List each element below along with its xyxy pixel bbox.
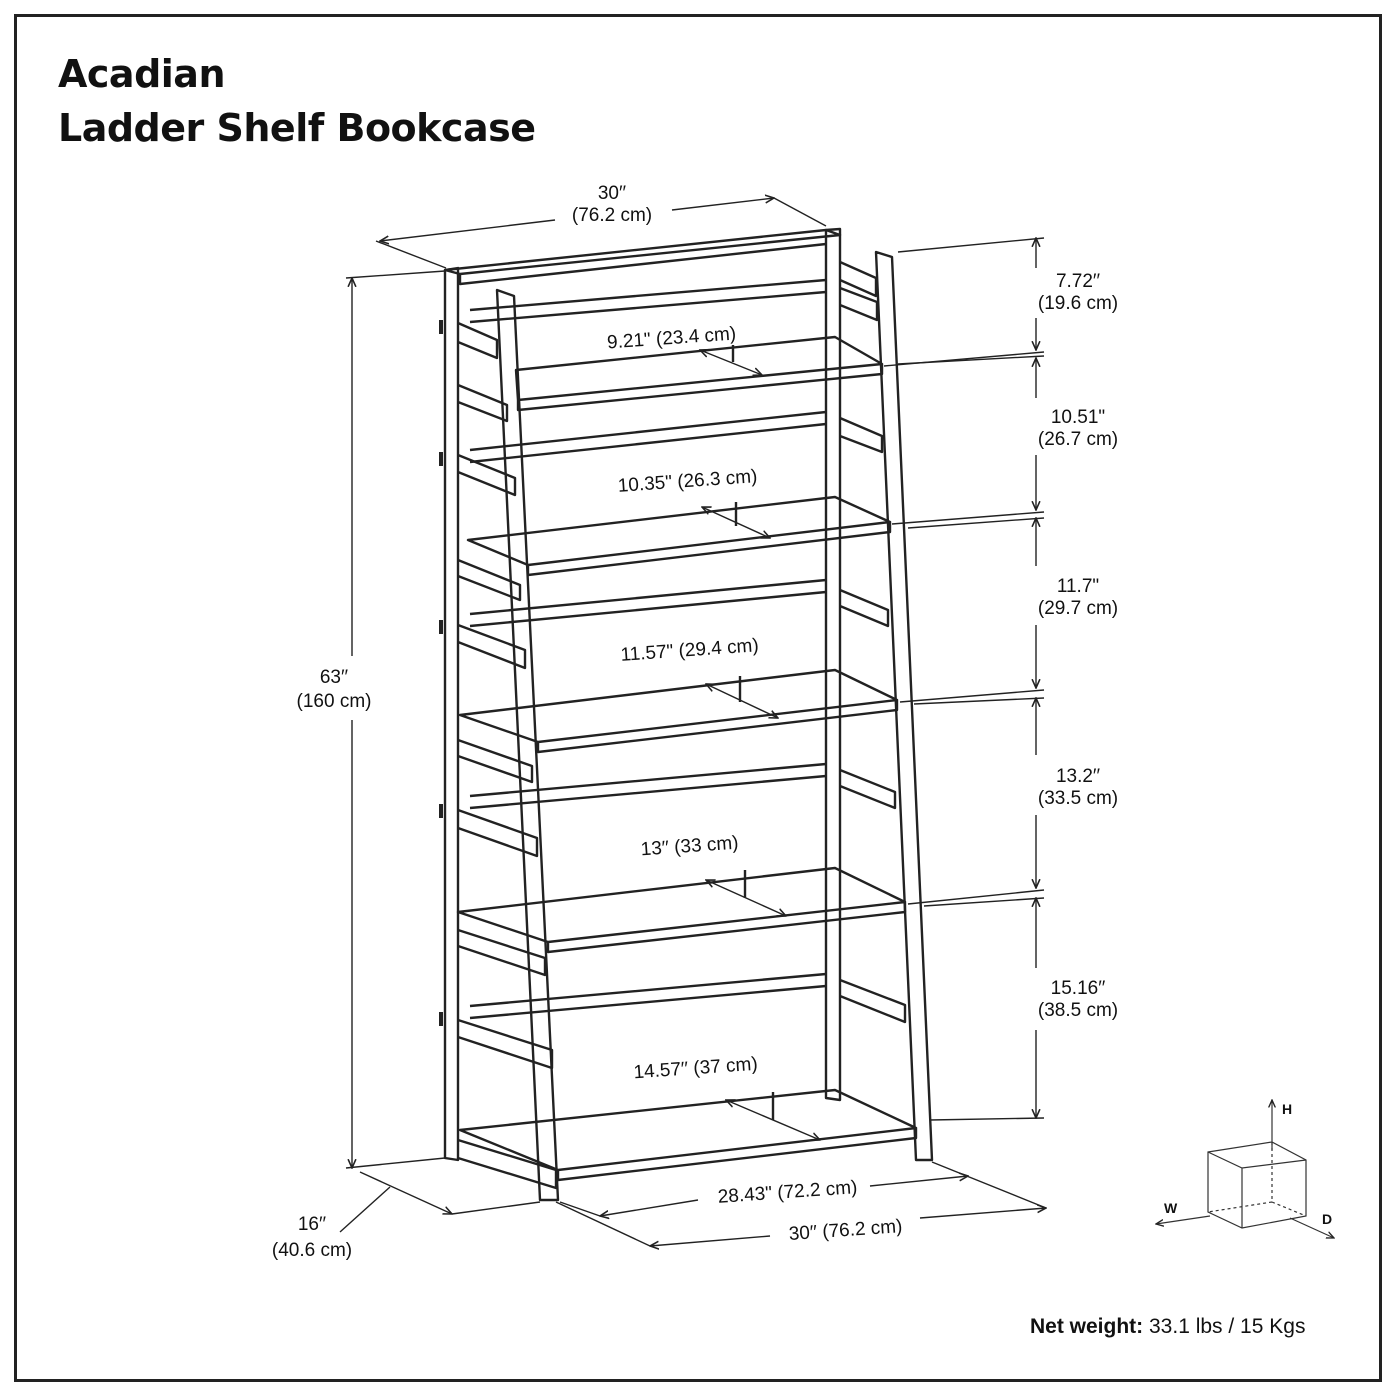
back-right-rail xyxy=(824,227,842,1102)
right-brace-4 xyxy=(839,588,890,628)
net-weight-value: 33.1 lbs / 15 Kgs xyxy=(1143,1315,1306,1338)
height-in: 63′′ xyxy=(320,667,349,688)
depth-arrow xyxy=(359,1171,452,1214)
gap-1-cm: (19.6 cm) xyxy=(1038,293,1118,314)
shelf-depth-5: 14.57′′ (37 cm) xyxy=(633,1054,759,1084)
gap-3-cm: (29.7 cm) xyxy=(1038,598,1118,619)
dimension-lines xyxy=(339,197,1047,1247)
gap-5-cm: (38.5 cm) xyxy=(1038,1000,1118,1021)
axis-h-label: H xyxy=(1282,1101,1292,1117)
gap-2-cm: (26.7 cm) xyxy=(1038,429,1118,450)
gap-2-in: 10.51" xyxy=(1051,407,1105,428)
shelf-depth-4: 13′′ (33 cm) xyxy=(640,833,739,861)
front-right-rail xyxy=(874,250,934,1162)
left-brace-2 xyxy=(457,383,509,423)
bottom-width-arrow-right xyxy=(919,1208,1046,1219)
w-axis-arrow xyxy=(1156,1215,1211,1224)
right-brace-2 xyxy=(839,286,879,322)
bottom-width-ext-right xyxy=(931,1161,1047,1209)
inner-width-label: 28.43" (72.2 cm) xyxy=(717,1177,858,1208)
d-axis-arrow xyxy=(1289,1217,1334,1238)
back-slat-4 xyxy=(469,762,827,810)
top-width-cm: (76.2 cm) xyxy=(572,205,652,226)
top-width-arrow-right xyxy=(671,198,774,211)
back-left-rail xyxy=(443,266,460,1162)
top-width-arrow-left xyxy=(380,219,556,241)
inner-width-arrow-right xyxy=(869,1176,968,1187)
axis-d-label: D xyxy=(1322,1211,1332,1227)
axis-cube xyxy=(1156,1100,1334,1238)
gap-4-cm: (33.5 cm) xyxy=(1038,788,1118,809)
top-panel-edge xyxy=(458,242,827,286)
bottom-width-label: 30′′ (76.2 cm) xyxy=(788,1216,903,1245)
top-panel xyxy=(443,228,842,276)
gap-4-in: 13.2′′ xyxy=(1056,766,1101,787)
shelf-1 xyxy=(514,335,884,412)
bookcase-drawing xyxy=(439,227,934,1202)
height-cm: (160 cm) xyxy=(297,691,372,712)
back-slat-2 xyxy=(469,410,827,464)
top-width-ext-left xyxy=(375,240,447,269)
back-slat-3 xyxy=(469,578,827,628)
left-brace-6 xyxy=(457,738,534,784)
title-line-2: Ladder Shelf Bookcase xyxy=(58,106,536,150)
title-line-1: Acadian xyxy=(58,52,226,96)
bottom-width-arrow-left xyxy=(650,1235,771,1246)
top-width-in: 30′′ xyxy=(598,183,627,204)
height-ext-bottom xyxy=(345,1157,446,1169)
shelf-5 xyxy=(458,1088,918,1182)
inner-width-arrow-left xyxy=(600,1199,699,1216)
right-brace-5 xyxy=(839,768,897,810)
top-width-ext-right xyxy=(773,197,827,227)
diagram-frame xyxy=(14,14,1382,1382)
left-brace-8 xyxy=(457,928,547,977)
back-slat-5 xyxy=(469,972,827,1020)
shelf-3 xyxy=(458,668,899,754)
right-brace-6 xyxy=(839,978,907,1024)
height-ext-top xyxy=(345,270,446,279)
axis-w-label: W xyxy=(1164,1200,1178,1216)
depth-leader xyxy=(339,1186,391,1233)
left-brace-5 xyxy=(457,623,527,670)
inner-width-ext xyxy=(559,1201,601,1217)
right-brace-3 xyxy=(839,416,884,454)
shelf-depth-2: 10.35" (26.3 cm) xyxy=(617,466,758,497)
net-weight: Net weight: 33.1 lbs / 15 Kgs xyxy=(1030,1315,1305,1339)
shelf-depth-3: 11.57" (29.4 cm) xyxy=(620,635,760,666)
front-left-rail xyxy=(495,288,560,1202)
left-brace-1 xyxy=(457,321,499,360)
gap-3-in: 11.7" xyxy=(1057,576,1099,597)
right-brace-1 xyxy=(839,260,878,298)
left-brace-9 xyxy=(457,1018,554,1070)
bottom-width-ext-left xyxy=(555,1201,651,1247)
depth-cm: (40.6 cm) xyxy=(272,1240,352,1261)
left-brace-4 xyxy=(457,558,522,602)
depth-ext xyxy=(451,1201,541,1215)
gap-1-in: 7.72′′ xyxy=(1056,271,1101,292)
net-weight-label: Net weight: xyxy=(1030,1315,1144,1338)
depth-in: 16′′ xyxy=(298,1214,327,1235)
left-brace-3 xyxy=(457,453,517,497)
gap-5-in: 15.16′′ xyxy=(1051,978,1106,999)
left-brace-7 xyxy=(457,808,539,858)
back-slat-1 xyxy=(469,278,827,324)
